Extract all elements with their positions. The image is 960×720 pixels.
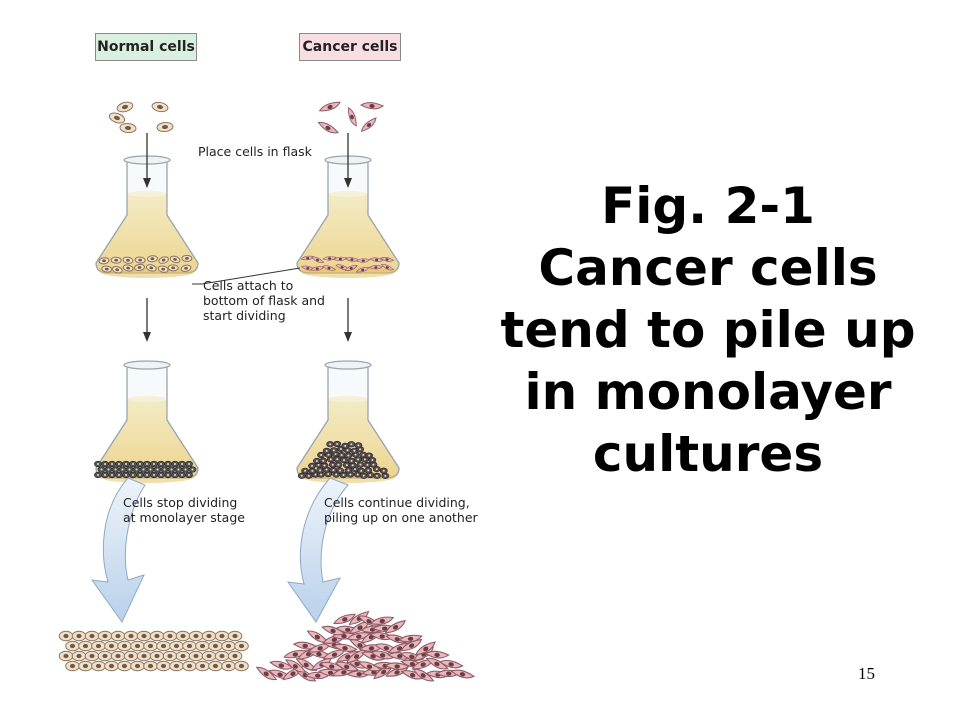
cancer-falling-cells (317, 101, 385, 134)
normal-cells-label: Normal cells (95, 33, 197, 61)
cancer-flow-arrow (286, 477, 349, 623)
slide-title: Fig. 2-1 Cancer cells tend to pile up in… (500, 177, 916, 483)
cancer-cells-label: Cancer cells (299, 33, 401, 61)
continue-dividing-annotation: Cells continue dividing, piling up on on… (324, 495, 478, 525)
cell-layer (94, 254, 395, 479)
cancer-flask-1 (296, 155, 400, 278)
cancer-step-arrow (344, 298, 352, 342)
stop-dividing-annotation: Cells stop dividing at monolayer stage (123, 495, 245, 525)
attach-leader-line-2 (201, 267, 301, 285)
normal-falling-cells (108, 101, 174, 134)
normal-flow-arrow (90, 477, 146, 623)
normal-place-arrow (143, 133, 151, 188)
page-number: 15 (858, 664, 875, 683)
normal-monolayer-sheet (58, 630, 249, 672)
place-cells-annotation: Place cells in flask (198, 144, 312, 159)
cancer-cell-pile (255, 610, 475, 682)
normal-step-arrow (143, 298, 151, 342)
cancer-place-arrow (344, 133, 352, 188)
attach-annotation: Cells attach to bottom of flask and star… (203, 278, 325, 323)
